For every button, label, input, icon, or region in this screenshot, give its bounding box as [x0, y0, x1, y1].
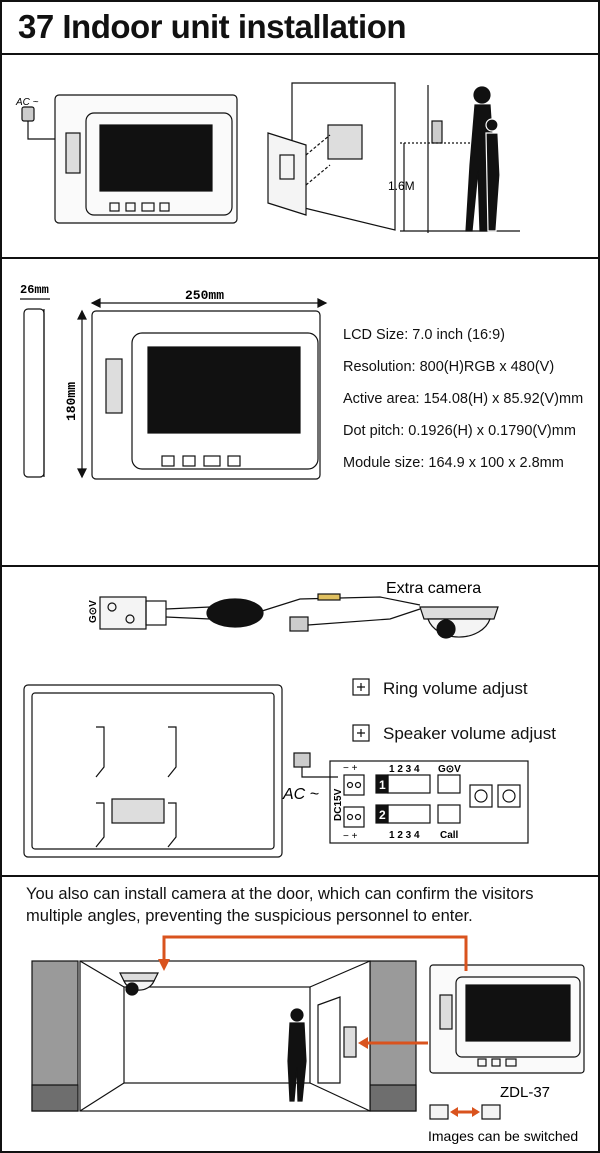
monitor-side-icon	[23, 308, 45, 478]
ceiling-camera-icon	[119, 972, 159, 996]
cable-coil-icon	[206, 598, 264, 628]
height-person-icon	[400, 85, 520, 233]
spec-resolution: Resolution: 800(H)RGB x 480(V)	[343, 359, 555, 375]
page-title: 37 Indoor unit installation	[18, 8, 407, 45]
connector-label: G⊙V	[88, 600, 99, 623]
switch-caption: Images can be switched	[428, 1128, 578, 1144]
visitor-person-icon	[287, 1008, 307, 1102]
call-label: Call	[440, 830, 459, 841]
door-image-icon	[429, 1104, 449, 1120]
width-label: 250mm	[185, 288, 224, 303]
terminal-panel	[329, 760, 529, 844]
dc-label: DC15V	[333, 788, 344, 821]
camera-adapter-icon	[289, 616, 309, 632]
door-camera-illustration: ZDL-37 Images can be switched	[31, 935, 585, 1144]
top-minus-plus: − +	[343, 763, 358, 774]
dimensions-illustration: 26mm 250mm 180mm	[20, 283, 328, 480]
door-camera-section: You also can install camera at the door,…	[0, 877, 600, 1153]
power-adapter-icon	[21, 106, 56, 140]
terminal-1: 1	[379, 778, 386, 792]
ac-adapter-icon	[293, 752, 311, 768]
installation-section: AC ~	[0, 55, 600, 259]
extra-camera-icon	[419, 606, 499, 639]
wiring-section: Extra camera G⊙V AC ~ DC15V − + − + 1 2 …	[0, 567, 600, 877]
monitor-front-dim-icon	[91, 310, 321, 480]
terminal-2: 2	[379, 808, 386, 822]
ring-volume-icon	[352, 678, 370, 696]
spec-module-size: Module size: 164.9 x 100 x 2.8mm	[343, 455, 564, 471]
spec-lcd-size: LCD Size: 7.0 inch (16:9)	[343, 327, 505, 343]
pins-bottom: 1 2 3 4	[389, 830, 420, 841]
ac-label: AC ~	[15, 97, 39, 108]
speaker-volume-icon	[352, 724, 370, 742]
gv-label: G⊙V	[438, 764, 461, 775]
monitor-back-icon	[23, 684, 283, 858]
monitor-front-icon	[54, 94, 238, 224]
height-label: 1.6M	[388, 179, 415, 193]
wall-bracket-icon	[267, 82, 396, 231]
pins-top: 1 2 3 4	[389, 764, 420, 775]
ac-label: AC ~	[282, 786, 319, 803]
model-label: ZDL-37	[500, 1084, 550, 1101]
speaker-volume-label: Speaker volume adjust	[383, 724, 556, 743]
wiring-illustration: Extra camera G⊙V AC ~ DC15V − + − + 1 2 …	[23, 580, 529, 858]
installation-illustration: AC ~	[15, 82, 520, 233]
door-camera-description: You also can install camera at the door,…	[26, 885, 534, 925]
door-station-icon	[343, 1026, 357, 1058]
ring-volume-label: Ring volume adjust	[383, 679, 528, 698]
spec-dot-pitch: Dot pitch: 0.1926(H) x 0.1790(V)mm	[343, 423, 576, 439]
camera-image-icon	[481, 1104, 501, 1120]
bottom-minus-plus: − +	[343, 831, 358, 842]
spec-active-area: Active area: 154.08(H) x 85.92(V)mm	[343, 391, 584, 407]
title-bar: 37 Indoor unit installation	[0, 0, 600, 55]
extra-camera-label: Extra camera	[386, 580, 481, 597]
height-label: 180mm	[64, 382, 79, 421]
dimensions-section: 26mm 250mm 180mm LCD Size: 7.0 inch (16:…	[0, 259, 600, 567]
connector-block-icon	[99, 596, 147, 630]
depth-label: 26mm	[20, 283, 49, 297]
